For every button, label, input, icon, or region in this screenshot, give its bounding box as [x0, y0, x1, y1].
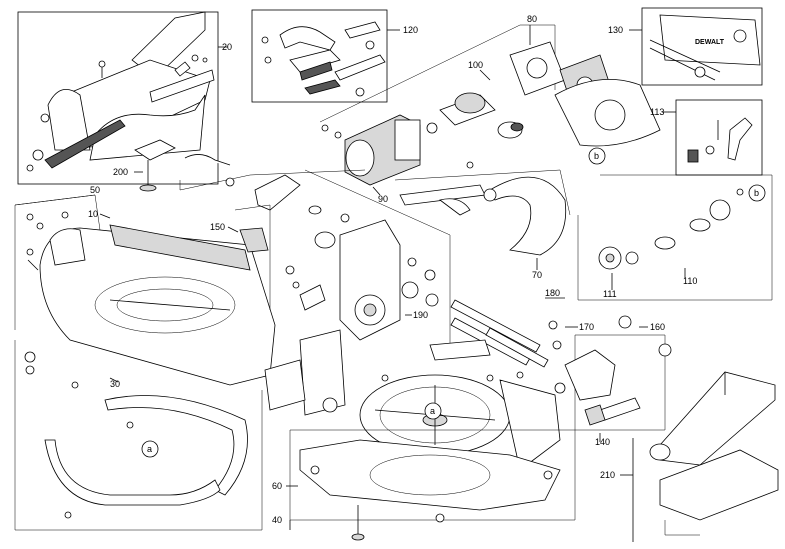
rail-upper [450, 299, 541, 353]
lever-group: 113 [650, 99, 763, 176]
rail-assembly-group: 130 DEWALT [608, 7, 763, 86]
handle-parts-group: 120 [251, 9, 418, 103]
saw-base [299, 439, 561, 511]
callout-50: 50 [90, 185, 100, 195]
callout-210: 210 [600, 470, 615, 480]
callout-120: 120 [403, 25, 418, 35]
base-plate-group: 50 10 [14, 185, 276, 386]
callout-10: 10 [88, 209, 98, 219]
miter-table-group: a [264, 329, 561, 471]
callout-110: 110 [683, 276, 697, 286]
lower-guard-group: 70 [394, 169, 571, 280]
marker-b-1: b [594, 151, 599, 161]
handle-assembly-group: 150 [179, 154, 366, 311]
dust-bag [659, 371, 776, 466]
brand-logo: DEWALT [695, 39, 725, 46]
marker-b-2: b [754, 188, 759, 198]
table-insert [109, 224, 251, 271]
callout-150: 150 [210, 222, 225, 232]
gearbox-group: 190 [304, 169, 451, 345]
callout-140: 140 [595, 437, 610, 447]
callout-40: 40 [272, 515, 282, 525]
callout-130: 130 [608, 25, 623, 35]
bevel-scale-group: 30 a [14, 340, 263, 531]
callout-100: 100 [468, 60, 483, 70]
callout-180: 180 [545, 288, 560, 298]
callout-200: 200 [113, 167, 128, 177]
blade-flange-group: 110 b 111 [577, 174, 773, 301]
motor-assembly-group: 80 100 b 90 [319, 14, 661, 204]
hold-down-clamp [134, 139, 176, 161]
bevel-lock-group: 160 140 [554, 315, 672, 447]
lower-guard [489, 176, 567, 256]
callout-190: 190 [413, 310, 428, 320]
bevel-bracket [564, 349, 616, 401]
dust-bag-group: 210 [600, 371, 779, 542]
slide-rails-group: 180 170 [450, 288, 594, 368]
trigger-switch [239, 227, 269, 253]
callout-113: 113 [650, 107, 664, 117]
marker-a-2: a [430, 406, 435, 416]
callout-80: 80 [527, 14, 537, 24]
bevel-scale [104, 395, 248, 496]
fence-assembly-group: 20 200 [17, 11, 232, 192]
callout-70: 70 [532, 270, 542, 280]
callout-111: 111 [603, 289, 617, 299]
callout-170: 170 [579, 322, 594, 332]
marker-a-1: a [147, 444, 152, 454]
base-group: 60 40 [272, 429, 576, 541]
callout-20: 20 [222, 42, 232, 52]
callout-90: 90 [378, 194, 388, 204]
callout-60: 60 [272, 481, 282, 491]
callout-160: 160 [650, 322, 665, 332]
callout-30: 30 [110, 379, 120, 389]
